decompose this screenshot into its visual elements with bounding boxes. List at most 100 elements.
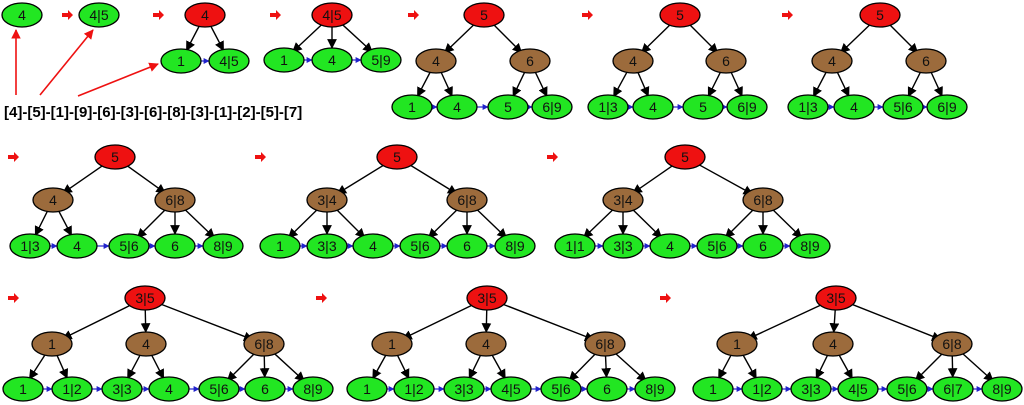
leaf-node-label: 4 (73, 238, 81, 254)
leaf-node-shape (886, 376, 928, 402)
leaf-node-label: 1 (276, 238, 284, 254)
leaf-node-shape (649, 233, 691, 259)
internal-node-label: 4 (432, 53, 440, 69)
leaf-node-label: 6 (261, 381, 269, 397)
leaf-node-shape (9, 233, 51, 259)
leaf-node-label: 1|2 (404, 381, 423, 397)
leaf-node: 6 (244, 376, 286, 402)
step-arrow-icon (8, 152, 19, 162)
tree-edge (185, 24, 201, 52)
tree-edge (815, 353, 829, 380)
leaf-node-shape (932, 376, 974, 402)
leaf-node: 4 (436, 94, 478, 120)
tree-edge (57, 209, 73, 237)
root-node-label: 5 (681, 149, 689, 165)
leaf-node-label: 6|9 (737, 99, 756, 115)
root-node-label: 5 (676, 7, 684, 23)
leaf-node-shape (263, 47, 305, 73)
leaf-node-shape (789, 233, 831, 259)
internal-node-shape (931, 331, 973, 357)
leaf-node-shape (352, 233, 394, 259)
leaf-node-label: 5|6 (410, 238, 429, 254)
leaf-node-shape (51, 376, 93, 402)
leaf-node: 6 (586, 376, 628, 402)
internal-node: 6|8 (931, 331, 973, 357)
leaf-node-shape (602, 233, 644, 259)
leaf-node-shape (198, 376, 240, 402)
tree-edge (512, 70, 526, 98)
tree-edge (372, 353, 388, 380)
leaf-node-shape (101, 376, 143, 402)
leaf-node-label: 4|5 (89, 7, 108, 23)
internal-node-label: 4 (482, 336, 490, 352)
root-node-shape (815, 285, 857, 311)
leaf-node: 6|9 (926, 94, 968, 120)
step-arrow-icon (547, 152, 558, 162)
leaf-node: 1 (692, 376, 734, 402)
leaf-node-label: 4 (369, 238, 377, 254)
tree-edge (182, 207, 216, 239)
tree-edge (55, 353, 69, 379)
internal-node-shape (31, 331, 73, 357)
leaf-node: 6|9 (531, 94, 573, 120)
leaf-node: 4|5 (837, 376, 879, 402)
tree-edge (707, 70, 722, 98)
internal-node-label: 1 (388, 336, 396, 352)
edge-layer (28, 21, 994, 392)
leaf-node: 1|2 (393, 376, 435, 402)
leaf-node: 5|6 (696, 233, 738, 259)
internal-node-label: 6|8 (457, 192, 476, 208)
internal-node-label: 4 (829, 336, 837, 352)
leaf-node-label: 5|9 (371, 52, 390, 68)
root-node-shape (859, 2, 901, 28)
leaf-node-label: 1|3 (20, 238, 39, 254)
tree-edge (829, 308, 840, 334)
internal-node-shape (371, 331, 413, 357)
internal-node-label: 1 (733, 336, 741, 352)
root-node-label: 4 (201, 7, 209, 23)
leaf-node-label: 1 (363, 381, 371, 397)
tree-edge (401, 302, 478, 340)
root-node-shape (664, 144, 706, 170)
internal-node-shape (509, 48, 551, 74)
tree-edge (292, 22, 325, 53)
leaf-node-shape (741, 376, 783, 402)
tree-edge (406, 162, 458, 195)
leaf-node-shape (490, 376, 532, 402)
leaf-node: 1|2 (51, 376, 93, 402)
leaf-node: 4 (148, 376, 190, 402)
leaf-node-label: 3|3 (801, 381, 820, 397)
internal-node: 1 (371, 331, 413, 357)
tree-edge (636, 70, 650, 97)
tree-edge (490, 353, 506, 380)
root-node-label: 5 (480, 7, 488, 23)
root-node-shape (94, 144, 136, 170)
step-arrow-icon (782, 10, 793, 20)
tree-edge (534, 70, 548, 98)
internal-node: 6|8 (584, 331, 626, 357)
step-arrow-icon (255, 152, 266, 162)
internal-node-shape (243, 331, 285, 357)
leaf-node-label: 8|9 (303, 381, 322, 397)
leaf-node: 1 (391, 94, 433, 120)
internal-node: 6 (905, 48, 947, 74)
internal-node: 4 (125, 331, 167, 357)
internal-node: 4 (415, 48, 457, 74)
leaf-node-label: 1 (177, 53, 185, 69)
leaf-node: 5|6 (886, 376, 928, 402)
root-node-label: 3|5 (826, 290, 845, 306)
leaf-node-label: 6|7 (943, 381, 962, 397)
internal-node-label: 3|4 (317, 192, 336, 208)
tree-edge (959, 350, 994, 382)
internal-node-shape (306, 187, 348, 213)
leaf-node-shape (554, 233, 596, 259)
tree-edge (155, 301, 254, 342)
root-node: 5 (376, 144, 418, 170)
leaf-node: 8|9 (981, 376, 1023, 402)
leaf-node: 1|2 (741, 376, 783, 402)
leaf-node-label: 4 (850, 99, 858, 115)
internal-node: 4 (812, 331, 854, 357)
leaf-node-label: 4|5 (848, 381, 867, 397)
tree-edge (61, 302, 136, 340)
leaf-node-shape (531, 94, 573, 120)
